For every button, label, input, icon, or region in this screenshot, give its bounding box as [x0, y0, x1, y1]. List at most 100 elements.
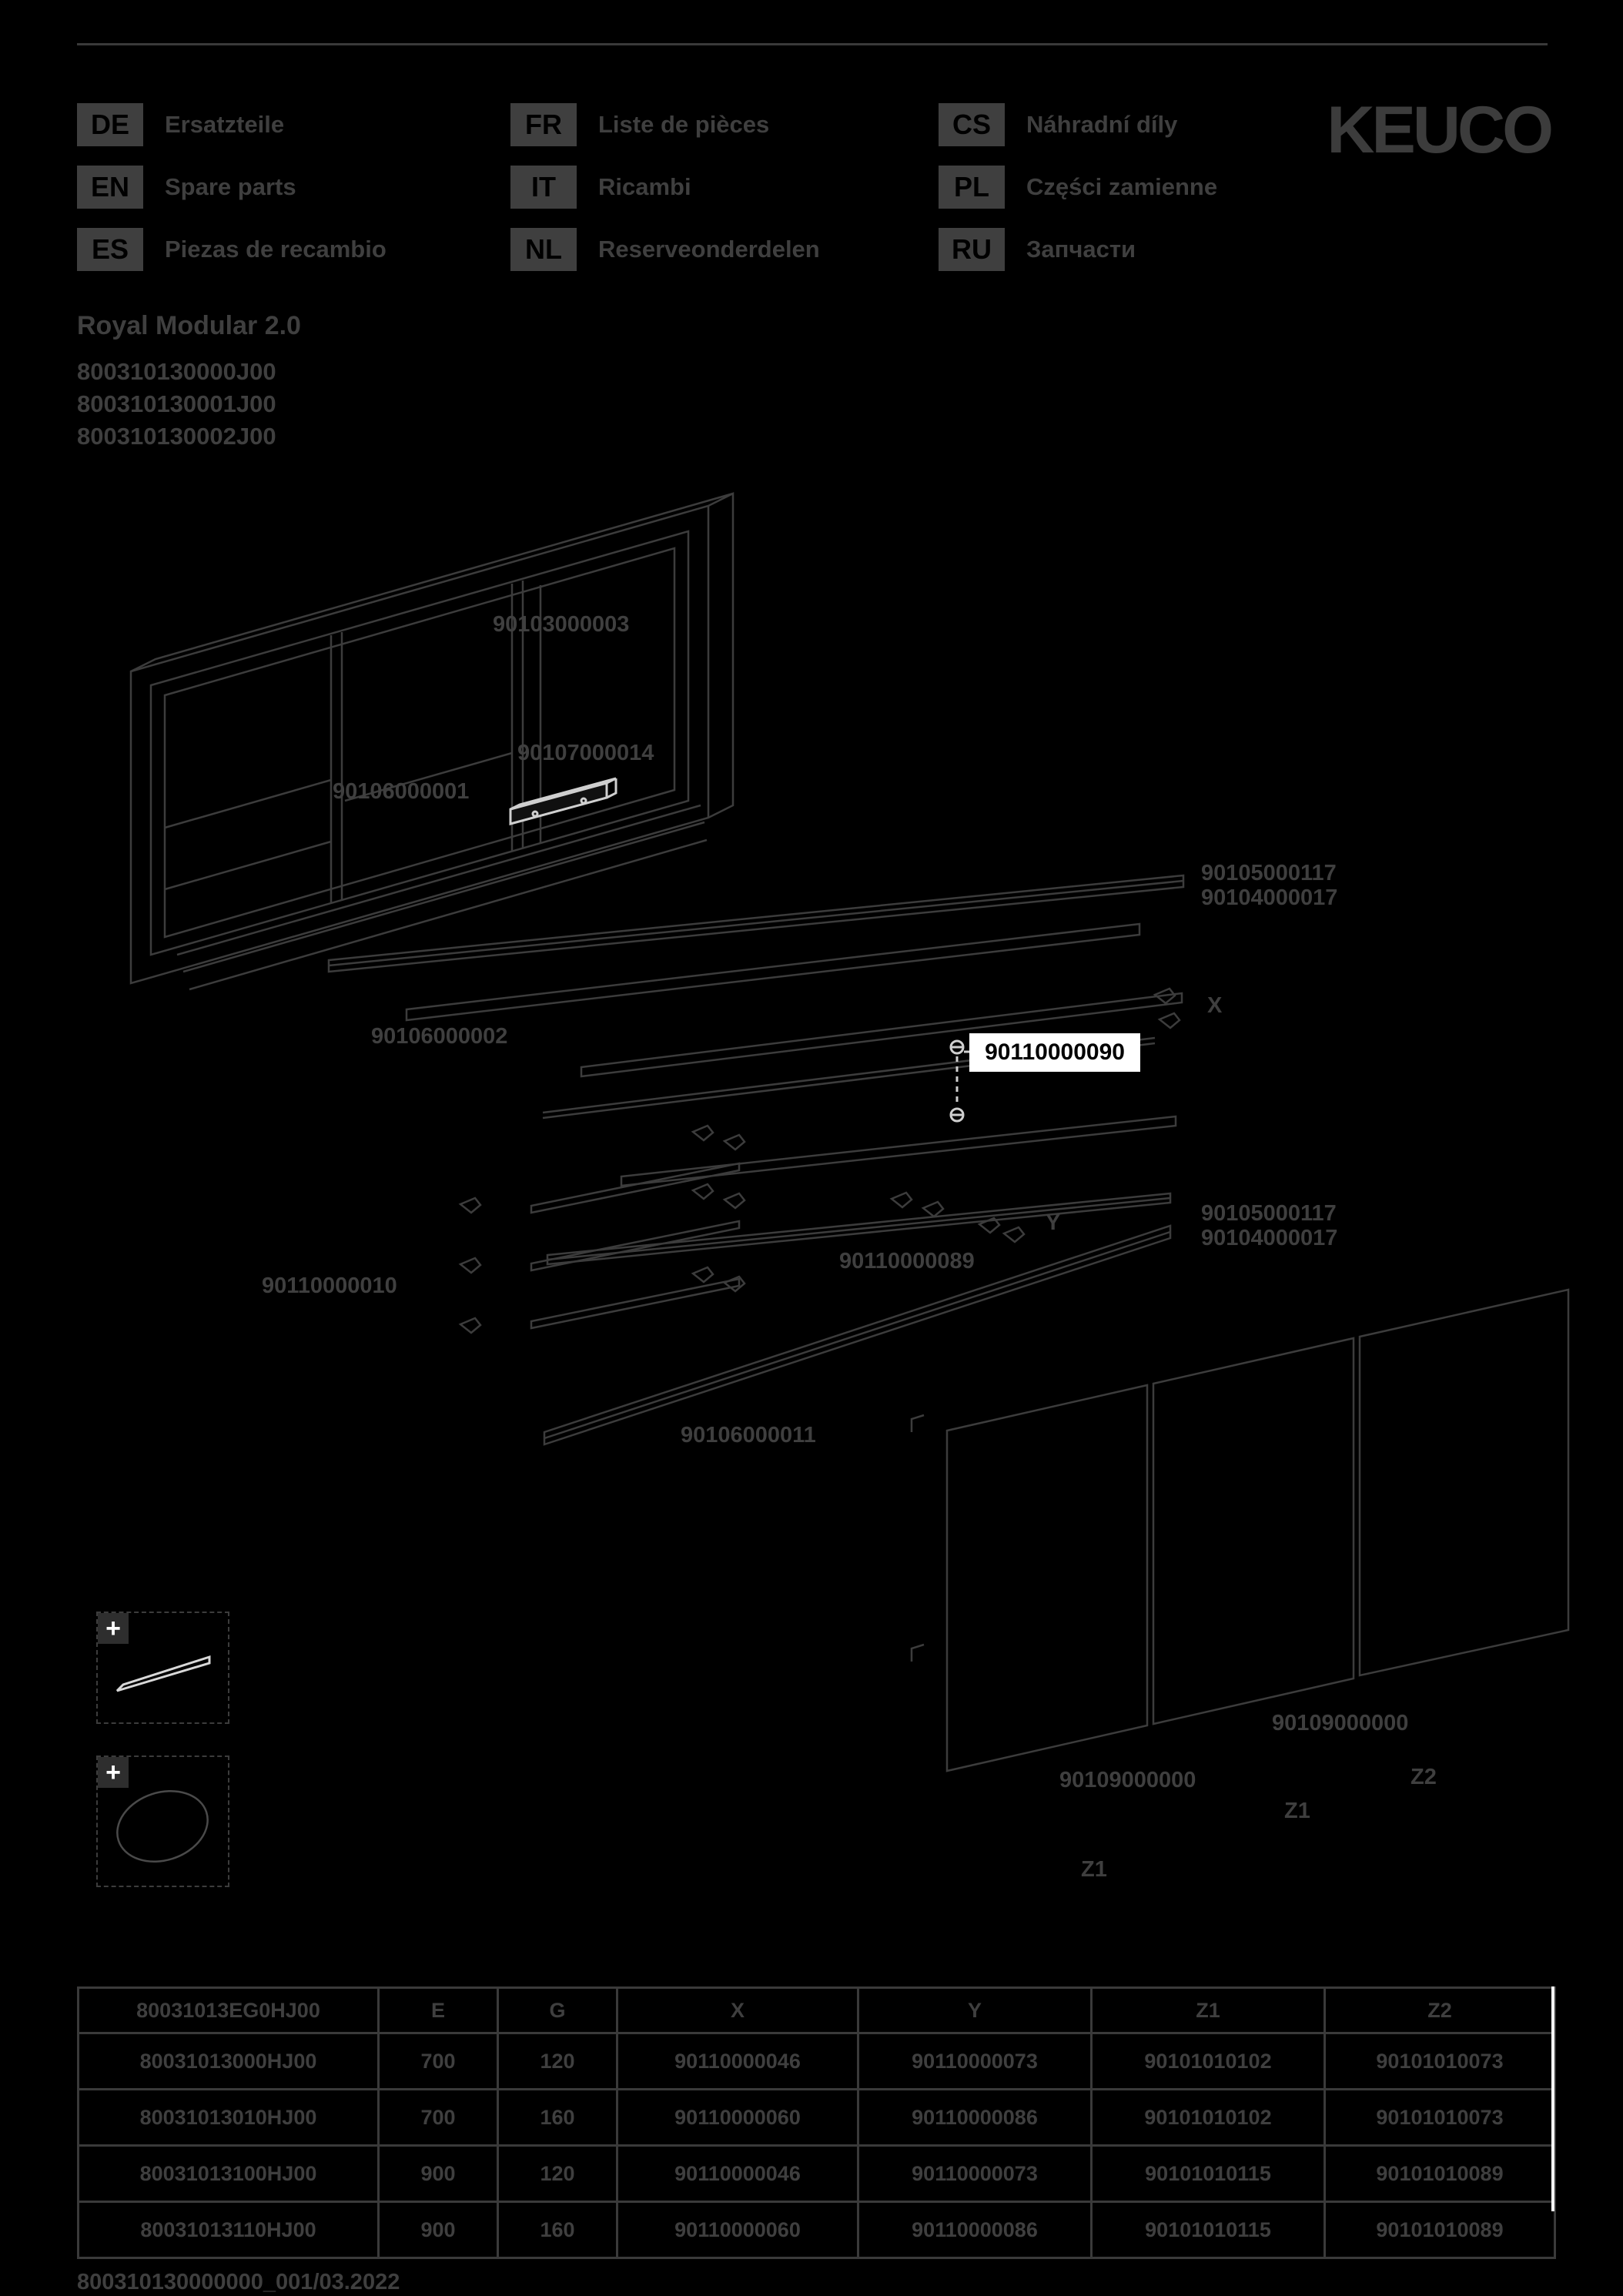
table-cell: 120 [497, 2032, 618, 2090]
table-cell: 90101010102 [1090, 2088, 1326, 2147]
lang-row-es: ES Piezas de recambio [77, 228, 387, 271]
detail-box-shelf: + [96, 1612, 229, 1724]
table-header-row: 80031013EG0HJ00 E G X Y Z1 Z2 [77, 1986, 1556, 2034]
lang-badge-en: EN [77, 166, 143, 209]
table-cell: 700 [377, 2032, 499, 2090]
dimension-label-z2: Z2 [1411, 1765, 1437, 1789]
part-label: 90105000117 [1201, 861, 1337, 885]
part-label: 90104000017 [1201, 885, 1338, 910]
part-label: 90110000010 [262, 1274, 397, 1298]
lang-label-nl: Reserveonderdelen [598, 236, 820, 263]
lang-badge-fr: FR [510, 103, 577, 146]
table-cell: 90101010115 [1090, 2144, 1326, 2203]
dimension-label-y: Y [1046, 1210, 1061, 1235]
mirror-panels [910, 1288, 1570, 1772]
product-variants: 800310130000J00 800310130001J00 80031013… [77, 356, 276, 453]
lang-badge-cs: CS [939, 103, 1005, 146]
lang-row-ru: RU Запчасти [939, 228, 1136, 271]
table-cell: 700 [377, 2088, 499, 2147]
table-header-cell: Y [857, 1986, 1093, 2034]
lang-badge-es: ES [77, 228, 143, 271]
table-right-highlight-line [1551, 1986, 1554, 2211]
table-cell: 80031013100HJ00 [77, 2144, 380, 2203]
table-header-cell: E [377, 1986, 499, 2034]
lang-label-fr: Liste de pièces [598, 111, 770, 138]
plus-icon: + [98, 1757, 129, 1788]
part-label: 90106000001 [333, 779, 470, 804]
screw-set [949, 1039, 969, 1123]
table-cell: 90101010115 [1090, 2201, 1326, 2259]
glass-shelf-detail [115, 1655, 211, 1692]
lang-badge-pl: PL [939, 166, 1005, 209]
part-label: 90109000000 [1059, 1768, 1196, 1792]
table-cell: 90101010089 [1323, 2144, 1556, 2203]
table-row: 80031013110HJ00 900 160 90110000060 9011… [77, 2201, 1556, 2259]
lang-row-it: IT Ricambi [510, 166, 691, 209]
lang-badge-de: DE [77, 103, 143, 146]
led-driver [509, 777, 617, 825]
lang-label-pl: Części zamienne [1026, 173, 1218, 200]
variant-number: 800310130002J00 [77, 423, 276, 450]
lang-row-nl: NL Reserveonderdelen [510, 228, 820, 271]
table-cell: 120 [497, 2144, 618, 2203]
cabinet-body [129, 491, 735, 991]
table-cell: 90110000046 [616, 2144, 859, 2203]
table-cell: 90110000060 [616, 2088, 859, 2147]
plus-icon: + [98, 1613, 129, 1644]
document-number: 800310130000000_001/03.2022 [77, 2270, 400, 2294]
table-cell: 160 [497, 2088, 618, 2147]
variant-number: 800310130000J00 [77, 358, 276, 385]
table-cell: 900 [377, 2201, 499, 2259]
table-header-cell: G [497, 1986, 618, 2034]
part-label: 90103000003 [493, 612, 630, 637]
table-row: 80031013000HJ00 700 120 90110000046 9011… [77, 2032, 1556, 2090]
table-cell: 90110000060 [616, 2201, 859, 2259]
dimension-label-x: X [1207, 993, 1223, 1018]
table-cell: 90101010073 [1323, 2032, 1556, 2090]
table-cell: 90110000086 [857, 2088, 1093, 2147]
lang-badge-nl: NL [510, 228, 577, 271]
part-label: 90109000000 [1272, 1711, 1409, 1735]
lang-label-es: Piezas de recambio [165, 236, 387, 263]
lang-badge-it: IT [510, 166, 577, 209]
part-label: 90104000017 [1201, 1226, 1338, 1250]
table-cell: 90110000073 [857, 2144, 1093, 2203]
table-header-cell: Z1 [1090, 1986, 1326, 2034]
part-label: 90105000117 [1201, 1201, 1337, 1226]
dimension-label-z1: Z1 [1081, 1857, 1107, 1882]
table-cell: 80031013110HJ00 [77, 2201, 380, 2259]
lang-badge-ru: RU [939, 228, 1005, 271]
lang-label-en: Spare parts [165, 173, 296, 200]
product-title: Royal Modular 2.0 [77, 311, 301, 340]
lang-row-de: DE Ersatzteile [77, 103, 284, 146]
lang-label-de: Ersatzteile [165, 111, 285, 138]
dimension-label-z1: Z1 [1284, 1799, 1310, 1823]
lang-row-en: EN Spare parts [77, 166, 296, 209]
rail-y-group [546, 1115, 1177, 1266]
keuco-logo: KEUCO [1327, 93, 1554, 167]
table-row: 80031013010HJ00 700 160 90110000060 9011… [77, 2088, 1556, 2147]
gasket-ring [116, 1789, 209, 1863]
table-header-cell: 80031013EG0HJ00 [77, 1986, 380, 2034]
lang-label-cs: Náhradní díly [1026, 111, 1178, 138]
table-row: 80031013100HJ00 900 120 90110000046 9011… [77, 2144, 1556, 2203]
rail-left-group [530, 1162, 741, 1330]
lang-label-it: Ricambi [598, 173, 691, 200]
part-label: 90106000011 [681, 1423, 816, 1448]
part-label: 90110000089 [839, 1249, 975, 1274]
table-cell: 90101010089 [1323, 2201, 1556, 2259]
lang-row-cs: CS Náhradní díly [939, 103, 1177, 146]
table-cell: 160 [497, 2201, 618, 2259]
lang-label-ru: Запчасти [1026, 236, 1136, 263]
table-header-cell: X [616, 1986, 859, 2034]
parts-table: 80031013EG0HJ00 E G X Y Z1 Z2 8003101300… [77, 1986, 1556, 2259]
table-header-cell: Z2 [1323, 1986, 1556, 2034]
lang-row-fr: FR Liste de pièces [510, 103, 769, 146]
variant-number: 800310130001J00 [77, 390, 276, 417]
rail-top [327, 874, 1185, 973]
part-label: 90106000002 [371, 1024, 508, 1049]
part-label: 90107000014 [517, 741, 654, 765]
table-cell: 80031013010HJ00 [77, 2088, 380, 2147]
